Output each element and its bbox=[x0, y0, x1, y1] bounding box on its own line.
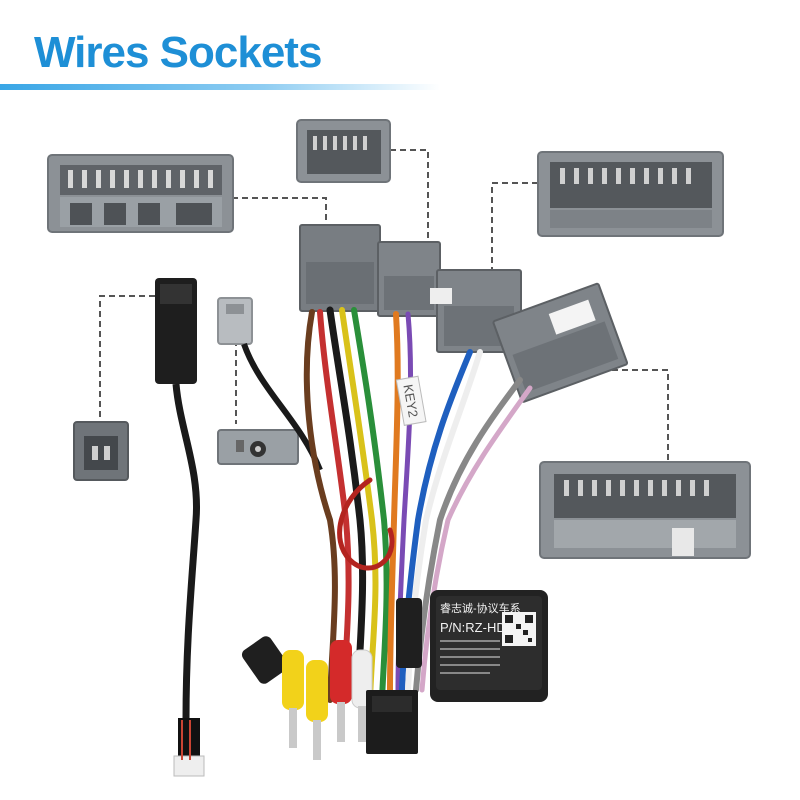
leader-line-top-left bbox=[232, 197, 327, 228]
rca-plugs bbox=[241, 598, 422, 760]
usb-extension-cable bbox=[155, 278, 205, 777]
key-tag: KEY2 bbox=[395, 375, 427, 426]
page-title: Wires Sockets bbox=[34, 28, 322, 77]
module-brand-text: 睿志诚-协议车系 bbox=[440, 601, 521, 615]
harness-plug-d bbox=[492, 282, 629, 403]
socket-face-top-right bbox=[537, 151, 724, 237]
socket-face-right bbox=[539, 461, 751, 559]
key-tag-label: KEY2 bbox=[400, 383, 421, 418]
socket-face-top-left bbox=[47, 154, 234, 233]
title-underline bbox=[0, 84, 440, 90]
leader-line-left bbox=[99, 295, 155, 420]
title-banner: Wires Sockets bbox=[0, 28, 460, 98]
decoder-module: 睿志诚-协议车系 P/N:RZ-HD01 bbox=[430, 590, 548, 702]
leader-line-top-right bbox=[491, 182, 538, 275]
leader-line-top-center bbox=[390, 149, 429, 245]
module-part-number: P/N:RZ-HD01 bbox=[440, 620, 520, 635]
leader-line-right bbox=[612, 369, 669, 462]
leader-lines bbox=[99, 149, 669, 462]
harness-plug-a bbox=[299, 224, 381, 312]
socket-face-top-center bbox=[296, 119, 391, 183]
socket-face-left bbox=[73, 421, 129, 481]
socket-face-antenna bbox=[217, 429, 299, 465]
harness-plug-b bbox=[377, 241, 441, 317]
